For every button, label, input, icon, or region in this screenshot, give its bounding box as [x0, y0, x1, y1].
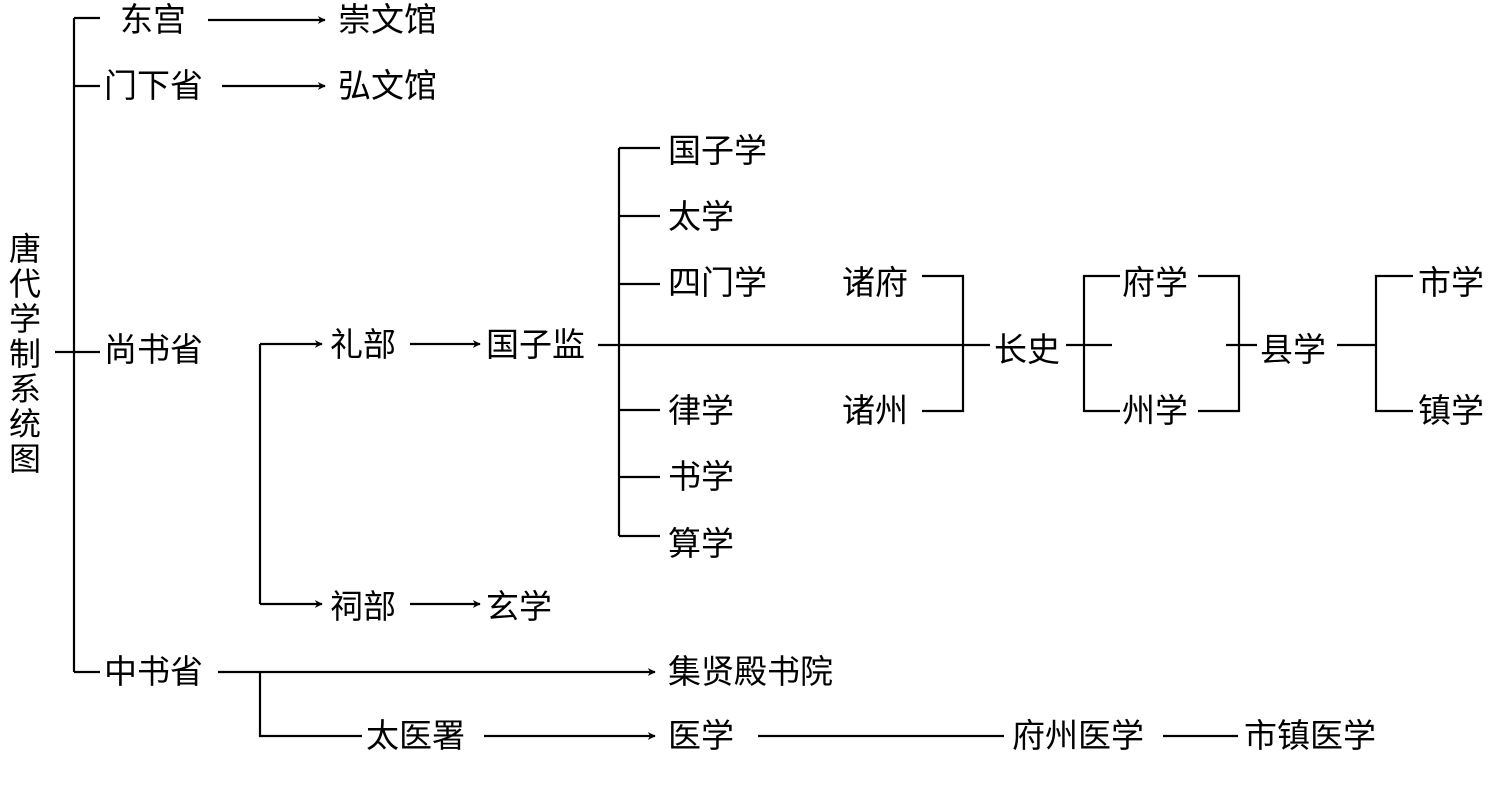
diagram-title: 唐代学制系统图 [8, 230, 41, 478]
node-simenxue: 四门学 [668, 263, 767, 302]
node-cibu: 祠部 [330, 587, 396, 626]
node-zhongshusheng: 中书省 [104, 652, 203, 691]
node-fuzhouyixue: 府州医学 [1012, 716, 1144, 755]
node-guozixue: 国子学 [668, 131, 767, 170]
node-taixue: 太学 [668, 197, 734, 236]
node-hongwenguan: 弘文馆 [338, 66, 437, 105]
node-zhuzhou: 诸州 [842, 391, 908, 430]
node-zhenxue: 镇学 [1418, 391, 1484, 430]
node-guozijian: 国子监 [486, 325, 585, 364]
node-taiyishu: 太医署 [366, 716, 465, 755]
node-zhouxue: 州学 [1122, 391, 1188, 430]
node-menxiasheng: 门下省 [104, 66, 203, 105]
node-xuanxue: 玄学 [486, 587, 552, 626]
node-shuxue: 书学 [668, 457, 734, 496]
bracket-fuxue-zhouxue [1082, 274, 1120, 413]
line-zhongshusheng-down [258, 672, 362, 738]
node-fuxue: 府学 [1122, 263, 1188, 302]
node-chongwenguan: 崇文馆 [338, 0, 437, 39]
bracket-to-xianxue [1198, 274, 1241, 413]
bracket-shixue-zhenxue [1374, 274, 1413, 413]
node-zhangshi: 长史 [994, 330, 1060, 369]
node-jixiandian: 集贤殿书院 [668, 652, 833, 691]
node-lvxue: 律学 [668, 391, 734, 430]
main-trunk-line [55, 18, 76, 672]
node-shangshusheng: 尚书省 [104, 330, 203, 369]
node-zhufu: 诸府 [842, 263, 908, 302]
node-yixue: 医学 [668, 716, 734, 755]
node-donggong: 东宫 [120, 0, 186, 39]
bracket-zhufu-zhuzhou [922, 274, 965, 413]
node-suanxue: 算学 [668, 524, 734, 563]
node-shixue: 市学 [1418, 263, 1484, 302]
node-shizhenyixue: 市镇医学 [1244, 716, 1376, 755]
node-libu: 礼部 [330, 325, 396, 364]
node-xianxue: 县学 [1260, 330, 1326, 369]
